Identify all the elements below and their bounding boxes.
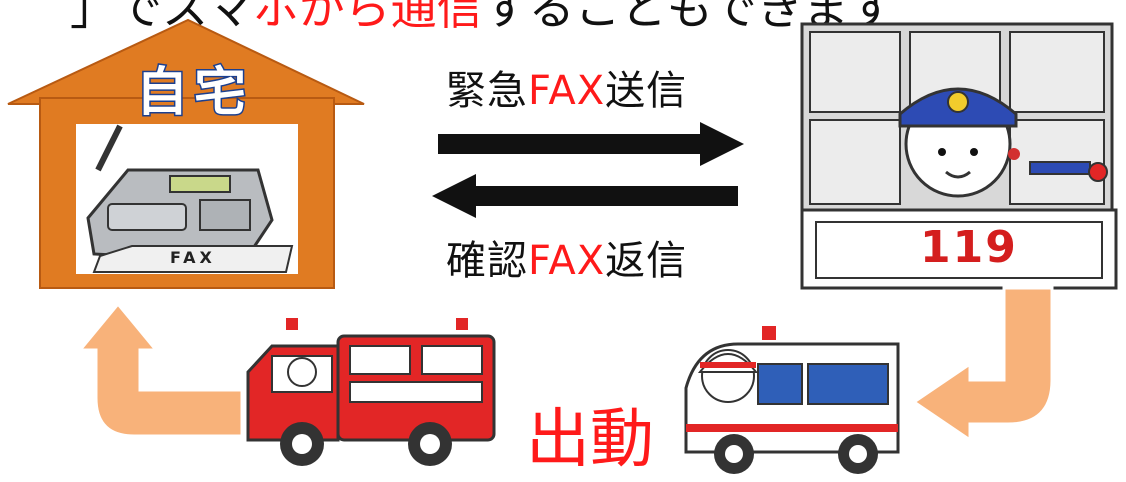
flow-arrow-right-icon <box>911 286 1054 443</box>
fire-truck-icon <box>246 318 496 466</box>
dispatch-center-graphic <box>800 22 1118 290</box>
flow-arrow-left-icon <box>78 301 244 438</box>
operator-icon <box>898 87 1091 198</box>
send-arrow-icon <box>438 122 744 166</box>
house-graphic <box>7 18 365 289</box>
dispatch-label: 出動 <box>526 403 654 477</box>
house-label: 自宅 <box>134 62 253 125</box>
fax-paper-label: FAX <box>170 248 216 267</box>
send-fax-label: 緊急FAX送信 <box>446 68 688 114</box>
ambulance-icon <box>684 326 900 474</box>
reply-fax-label: 確認FAX返信 <box>446 238 688 284</box>
dispatch-number: 119 <box>920 222 1018 273</box>
reply-arrow-icon <box>432 174 738 218</box>
fax-machine-icon <box>86 124 294 273</box>
